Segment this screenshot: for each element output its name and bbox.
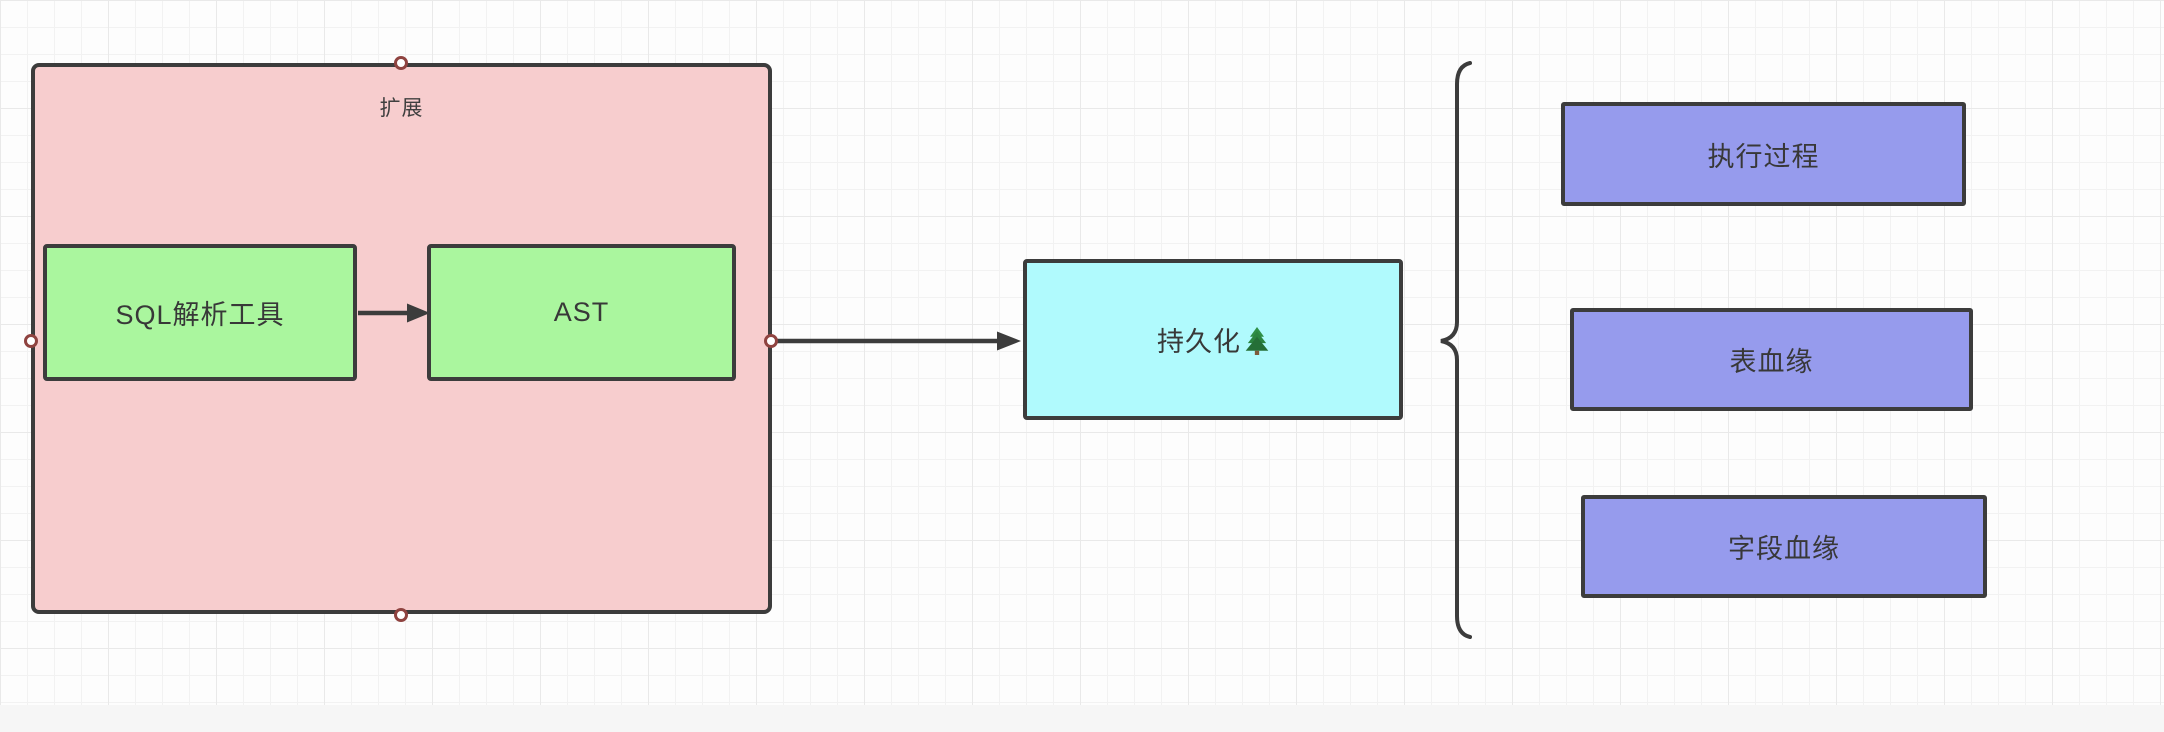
connector-expansion-to-persistence[interactable] <box>771 331 1021 351</box>
evergreen-tree-icon <box>1245 326 1269 355</box>
node-table-lineage[interactable]: 表血缘 <box>1570 308 1973 411</box>
node-execution-process[interactable]: 执行过程 <box>1561 102 1966 206</box>
group-label: 扩展 <box>379 97 424 120</box>
connection-handle-left[interactable] <box>24 334 38 348</box>
node-persistence[interactable]: 持久化 <box>1023 259 1403 420</box>
canvas-bottom-edge <box>0 705 2164 732</box>
node-ast[interactable]: AST <box>427 244 736 381</box>
node-execution-process-label: 执行过程 <box>1707 141 1820 172</box>
node-sql-parser-label: SQL解析工具 <box>115 300 285 330</box>
node-ast-label: AST <box>553 297 610 327</box>
node-column-lineage[interactable]: 字段血缘 <box>1581 495 1987 598</box>
node-sql-parser[interactable]: SQL解析工具 <box>43 244 357 381</box>
brace-shape[interactable] <box>1440 61 1472 639</box>
node-column-lineage-label: 字段血缘 <box>1728 534 1840 564</box>
connection-handle-right[interactable] <box>764 334 778 348</box>
node-persistence-label: 持久化 <box>1157 327 1241 357</box>
connection-handle-top[interactable] <box>394 56 408 70</box>
connection-handle-bottom[interactable] <box>394 608 408 622</box>
node-table-lineage-label: 表血缘 <box>1729 347 1814 377</box>
